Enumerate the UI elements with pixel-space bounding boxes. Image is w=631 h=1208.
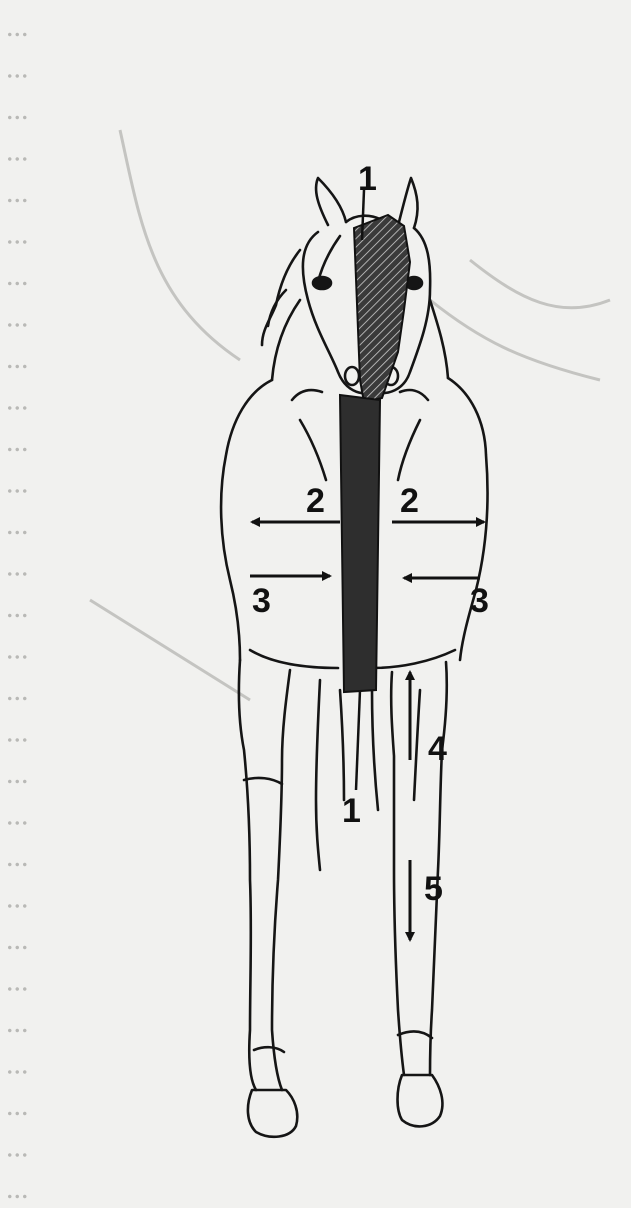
median-plane-lower xyxy=(340,395,380,692)
background-text-line: ... xyxy=(6,10,29,43)
background-text-line: ... xyxy=(6,135,29,168)
background-text-line: ... xyxy=(6,93,29,126)
background-text-line: ... xyxy=(6,52,29,85)
label-distal: 5 xyxy=(424,870,443,908)
left-hoof xyxy=(248,1090,297,1137)
background-text-line: ... xyxy=(6,218,29,251)
left-foreleg xyxy=(239,660,256,1090)
label-proximal: 4 xyxy=(428,730,447,768)
neck-left xyxy=(272,300,300,380)
background-text-line: ... xyxy=(6,467,29,500)
hind-leg-left xyxy=(316,680,320,870)
label-lateral-left: 2 xyxy=(306,482,325,520)
background-text-block: ........................................… xyxy=(6,10,29,1205)
background-text-line: ... xyxy=(6,550,29,583)
background-text-line: ... xyxy=(6,1048,29,1081)
background-text-line: ... xyxy=(6,591,29,624)
left-eye xyxy=(313,277,331,289)
background-text-line: ... xyxy=(6,1089,29,1122)
hind-leg-right xyxy=(372,690,378,810)
background-text-line: ... xyxy=(6,342,29,375)
background-text-line: ... xyxy=(6,1131,29,1164)
background-text-line: ... xyxy=(6,757,29,790)
background-text-line: ... xyxy=(6,1006,29,1039)
right-foreleg xyxy=(391,672,404,1075)
background-text-line: ... xyxy=(6,716,29,749)
background-text-line: ... xyxy=(6,259,29,292)
background-text-line: ... xyxy=(6,882,29,915)
label-plane-bottom: 1 xyxy=(342,792,361,830)
background-text-line: ... xyxy=(6,1172,29,1205)
label-lateral-right: 2 xyxy=(400,482,419,520)
background-text-line: ... xyxy=(6,965,29,998)
left-ear xyxy=(316,178,346,225)
background-text-line: ... xyxy=(6,425,29,458)
background-text-line: ... xyxy=(6,840,29,873)
background-text-line: ... xyxy=(6,633,29,666)
label-medial-right: 3 xyxy=(470,582,489,620)
right-hoof xyxy=(398,1075,443,1126)
background-text-line: ... xyxy=(6,923,29,956)
right-ear xyxy=(398,178,418,228)
median-plane-line-bottom xyxy=(356,690,360,790)
median-plane-upper xyxy=(354,215,410,402)
background-text-line: ... xyxy=(6,384,29,417)
label-medial-left: 3 xyxy=(252,582,271,620)
background-text-line: ... xyxy=(6,508,29,541)
label-plane-top: 1 xyxy=(358,160,377,198)
background-text-line: ... xyxy=(6,674,29,707)
background-text-line: ... xyxy=(6,301,29,334)
background-text-line: ... xyxy=(6,176,29,209)
background-text-line: ... xyxy=(6,799,29,832)
